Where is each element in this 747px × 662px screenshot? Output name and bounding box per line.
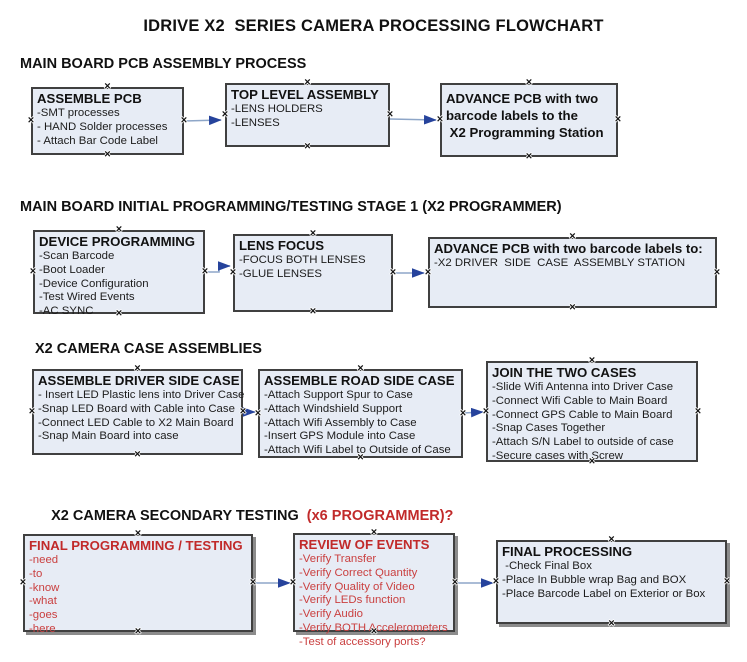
box-item-text: -FOCUS BOTH LENSES — [239, 254, 366, 266]
box-item-text: -SMT processes — [37, 107, 120, 119]
flow-box-assemble-pcb[interactable]: ASSEMBLE PCB -SMT processes- HAND Solder… — [31, 87, 184, 155]
box-title: ASSEMBLE DRIVER SIDE CASE — [38, 373, 240, 388]
box-item-text: -Scan Barcode — [39, 250, 115, 262]
box-item-text: -Attach S/N Label to outside of case — [492, 436, 674, 449]
flow-box-lens-focus[interactable]: LENS FOCUS -FOCUS BOTH LENSES-GLUE LENSE… — [233, 234, 393, 312]
box-item-text: -here — [29, 622, 56, 635]
box-items: - Insert LED Plastic lens into Driver Ca… — [38, 389, 245, 444]
box-item-text: -AC SYNC — [39, 305, 94, 318]
box-item-text: X2 Programming Station — [446, 125, 604, 140]
box-item-text: -Test of accessory ports? — [299, 635, 426, 648]
box-title: ASSEMBLE PCB — [37, 91, 142, 106]
flow-box-device-programming[interactable]: DEVICE PROGRAMMING -Scan Barcode-Boot Lo… — [33, 230, 205, 317]
box-item-text: -Insert GPS Module into Case — [264, 430, 416, 443]
box-item-text: -Verify LEDs function — [299, 594, 406, 607]
box-item-text: -Connect Wifi Cable to Main Board — [492, 394, 668, 407]
box-items: -LENS HOLDERS-LENSES — [231, 103, 385, 131]
box-item-text: -X2 DRIVER SIDE CASE ASSEMBLY STATION — [434, 257, 686, 269]
box-items: -X2 DRIVER SIDE CASE ASSEMBLY STATION — [434, 257, 712, 271]
box-item-text: -Verify Transfer — [299, 553, 377, 565]
box-items: -Slide Wifi Antenna into Driver Case-Con… — [492, 381, 693, 464]
box-items: -Verify Transfer-Verify Correct Quantity… — [299, 553, 450, 650]
box-item-text: -Slide Wifi Antenna into Driver Case — [492, 381, 674, 393]
flow-box-final-programming-testing[interactable]: FINAL PROGRAMMING / TESTING -need-to-kno… — [23, 534, 253, 635]
flow-box-final-processing[interactable]: FINAL PROCESSING -Check Final Box-Place … — [496, 540, 727, 624]
box-item-text: -LENSES — [231, 116, 280, 129]
connector-arrow — [205, 261, 231, 273]
box-items: -need-to-know-what-goes-here — [29, 554, 248, 637]
section-heading-red: (x6 PROGRAMMER)? — [302, 508, 454, 524]
box-item-text: -need — [29, 554, 59, 566]
box-item-text: -Attach Wifi Assembly to Case — [264, 416, 417, 429]
box-item-text: ADVANCE PCB with two — [446, 91, 599, 106]
box-item-text: -Secure cases with Screw — [492, 449, 624, 462]
box-item-text: -Connect LED Cable to X2 Main Board — [38, 416, 234, 429]
box-items: -Check Final Box-Place In Bubble wrap Ba… — [502, 560, 722, 601]
flow-box-advance-pcb-programming-station[interactable]: ADVANCE PCB with two barcode labels to th… — [440, 83, 618, 157]
box-title: ADVANCE PCB with two barcode labels to: — [434, 241, 703, 256]
box-items: -Scan Barcode-Boot Loader-Device Configu… — [39, 250, 200, 319]
box-item-text: -Test Wired Events — [39, 291, 135, 304]
box-item-text: -Snap LED Board with Cable into Case — [38, 402, 235, 415]
box-item-text: -goes — [29, 609, 58, 622]
box-items: -Attach Support Spur to Case-Attach Wind… — [264, 389, 458, 458]
flow-box-assemble-driver-side-case[interactable]: ASSEMBLE DRIVER SIDE CASE - Insert LED P… — [32, 369, 245, 455]
box-title: JOIN THE TWO CASES — [492, 365, 637, 380]
section-heading-secondary-testing: X2 CAMERA SECONDARY TESTING (x6 PROGRAMM… — [35, 492, 453, 540]
flow-box-top-level-assembly[interactable]: TOP LEVEL ASSEMBLY -LENS HOLDERS-LENSES — [225, 83, 390, 147]
box-items: ADVANCE PCB with two barcode labels to th… — [446, 90, 613, 141]
box-title: REVIEW OF EVENTS — [299, 537, 430, 552]
box-title: FINAL PROGRAMMING / TESTING — [29, 538, 243, 553]
box-items: -SMT processes- HAND Solder processes- A… — [37, 107, 179, 148]
box-item-text: - Insert LED Plastic lens into Driver Ca… — [38, 389, 245, 401]
connector-arrow — [462, 407, 484, 418]
box-title: DEVICE PROGRAMMING — [39, 234, 196, 249]
box-item-text: barcode labels to the — [446, 108, 578, 123]
box-item-text: -what — [29, 595, 57, 608]
box-item-text: -Snap Main Board into case — [38, 430, 179, 443]
box-title: TOP LEVEL ASSEMBLY — [231, 87, 379, 102]
flow-box-advance-pcb-case-station[interactable]: ADVANCE PCB with two barcode labels to: … — [428, 237, 717, 308]
flow-box-join-two-cases[interactable]: JOIN THE TWO CASES -Slide Wifi Antenna i… — [486, 361, 698, 462]
box-item-text: -Attach Wifi Label to Outside of Case — [264, 444, 451, 457]
box-item-text: -Device Configuration — [39, 277, 149, 290]
box-item-text: -Place In Bubble wrap Bag and BOX — [502, 573, 687, 586]
box-item-text: -Verify Audio — [299, 608, 363, 621]
section-heading-case-assemblies: X2 CAMERA CASE ASSEMBLIES — [35, 341, 262, 357]
section-heading-pcb-assembly: MAIN BOARD PCB ASSEMBLY PROCESS — [20, 56, 307, 72]
box-title: FINAL PROCESSING — [502, 544, 633, 559]
box-item-text: -Verify BOTH Accelerometers — [299, 621, 448, 634]
box-item-text: -Boot Loader — [39, 263, 105, 276]
flow-box-assemble-road-side-case[interactable]: ASSEMBLE ROAD SIDE CASE -Attach Support … — [258, 369, 463, 458]
box-item-text: - HAND Solder processes — [37, 120, 168, 133]
box-item-text: -to — [29, 567, 43, 580]
box-item-text: -LENS HOLDERS — [231, 103, 323, 115]
box-item-text: -GLUE LENSES — [239, 267, 322, 280]
box-item-text: -Verify Correct Quantity — [299, 566, 418, 579]
box-title: ASSEMBLE ROAD SIDE CASE — [264, 373, 455, 388]
page-title: IDRIVE X2 SERIES CAMERA PROCESSING FLOWC… — [143, 17, 604, 35]
section-heading-black: X2 CAMERA SECONDARY TESTING — [51, 508, 303, 524]
box-item-text: -Attach Windshield Support — [264, 402, 403, 415]
box-item-text: -know — [29, 581, 60, 594]
box-item-text: -Check Final Box — [502, 560, 592, 572]
flow-box-review-of-events[interactable]: REVIEW OF EVENTS -Verify Transfer-Verify… — [293, 533, 455, 648]
connector-arrow — [183, 115, 222, 126]
box-item-text: -Place Barcode Label on Exterior or Box — [502, 587, 706, 600]
connector-arrow — [389, 114, 437, 125]
box-item-text: -Attach Support Spur to Case — [264, 389, 413, 401]
box-title: LENS FOCUS — [239, 238, 324, 253]
box-item-text: -Snap Cases Together — [492, 422, 606, 435]
section-heading-initial-programming: MAIN BOARD INITIAL PROGRAMMING/TESTING S… — [20, 199, 562, 215]
box-item-text: -Connect GPS Cable to Main Board — [492, 408, 673, 421]
box-items: -FOCUS BOTH LENSES-GLUE LENSES — [239, 254, 388, 282]
box-item-text: - Attach Bar Code Label — [37, 134, 158, 147]
box-item-text: -Verify Quality of Video — [299, 580, 415, 593]
